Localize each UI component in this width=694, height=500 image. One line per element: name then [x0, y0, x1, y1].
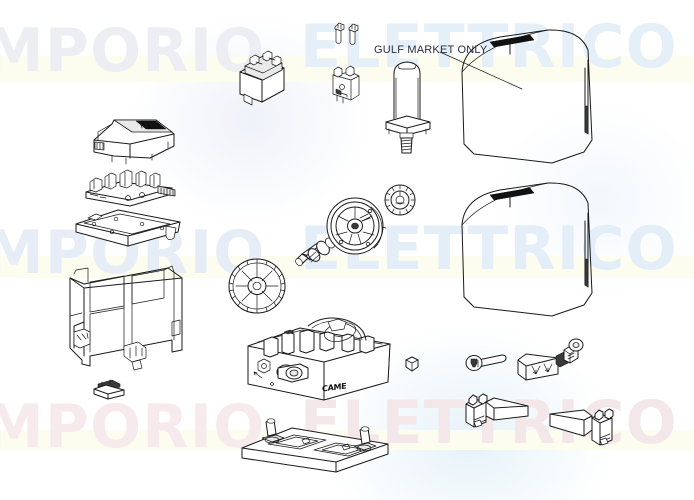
part-left-mounting-bracket — [460, 393, 534, 434]
part-lock-cylinder-assembly — [514, 336, 586, 384]
watermark-band-3 — [0, 430, 694, 450]
part-limit-switch-magnets — [333, 20, 365, 48]
part-release-key — [464, 350, 508, 376]
callout-label: GULF MARKET ONLY — [374, 44, 488, 56]
part-control-board-pcb — [80, 166, 180, 208]
watermark-band-2 — [0, 256, 694, 278]
came-logo: CAME — [322, 381, 347, 394]
part-control-board-cover — [90, 112, 178, 165]
watermark-band-1 — [0, 56, 694, 82]
watermark-text: MPORIO — [0, 392, 266, 462]
part-release-lever — [90, 376, 130, 402]
part-cover-clip — [402, 354, 422, 374]
part-pulley-assembly — [324, 194, 390, 260]
part-gearbox-assembly — [242, 316, 398, 402]
part-spur-gear — [383, 183, 417, 217]
part-lower-housing-cover — [452, 177, 604, 323]
part-board-mounting-plate — [70, 206, 186, 252]
